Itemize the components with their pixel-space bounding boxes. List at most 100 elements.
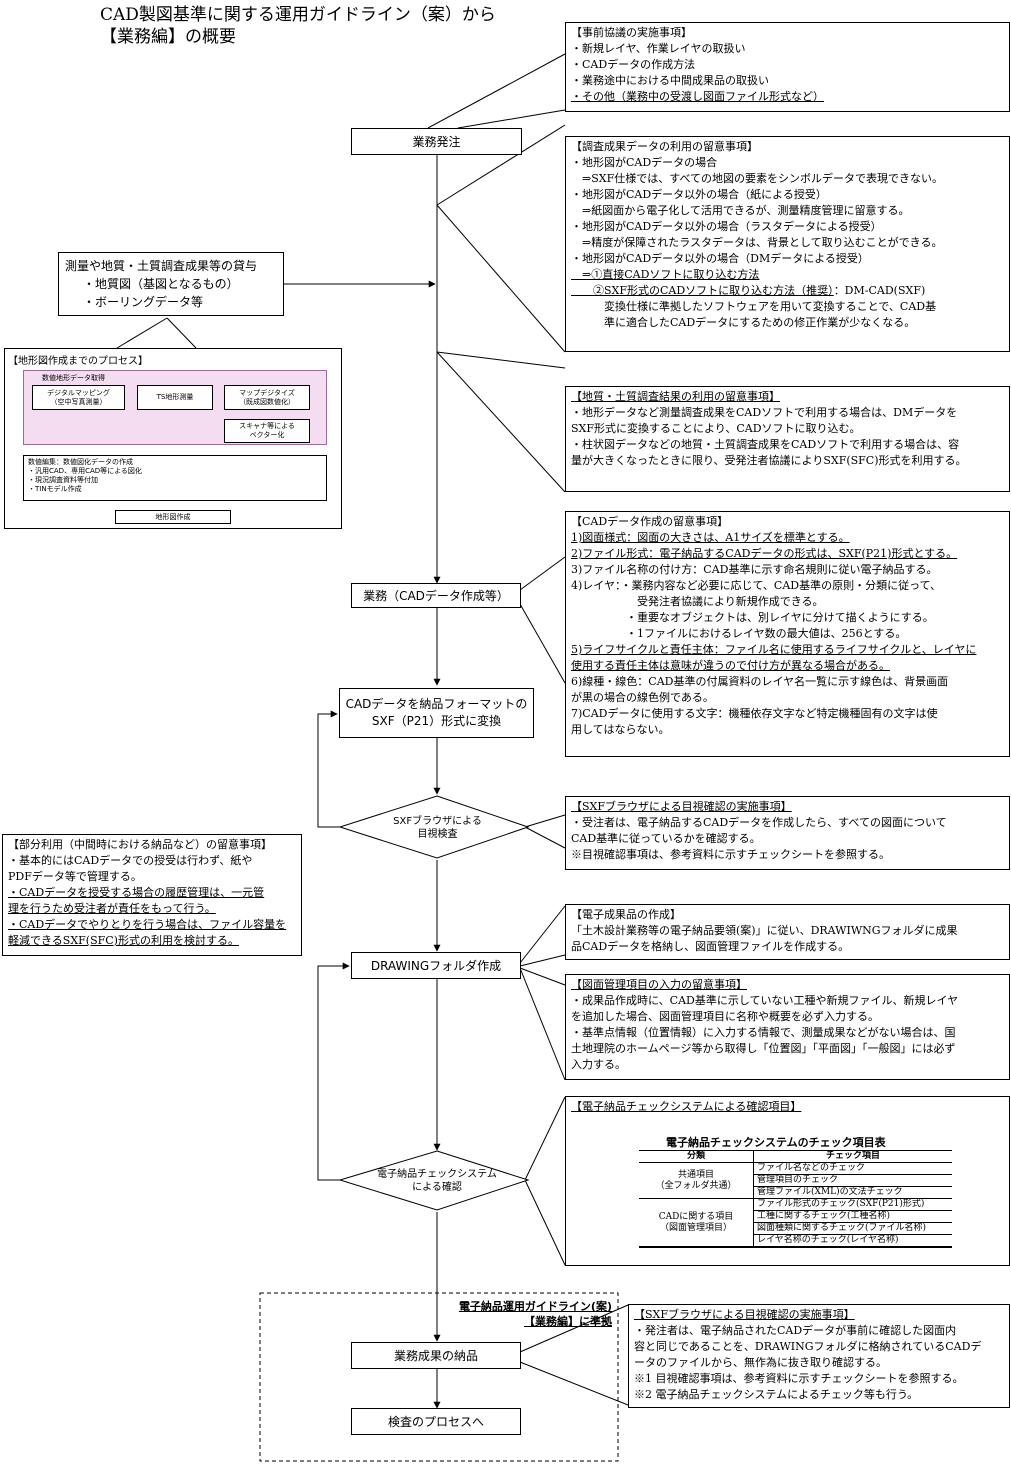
note-line: ※2 電子納品チェックシステムによるチェック等も行う。 bbox=[634, 1388, 919, 1401]
note-line: 【SXFブラウザによる目視確認の実施事項】 bbox=[634, 1308, 855, 1321]
digital-line: デジタルマッピング bbox=[47, 388, 110, 397]
note-line: ・その他（業務中の受渡し図面ファイル形式など） bbox=[571, 90, 824, 103]
note-line: 【地質・土質調査結果の利用の留意事項】 bbox=[571, 390, 780, 403]
flow-drawing-folder: DRAWINGフォルダ作成 bbox=[351, 952, 521, 979]
category-line: CADに関する項目 bbox=[658, 1211, 734, 1222]
note-line: 【電子成果品の作成】 bbox=[571, 908, 681, 921]
note-line: 量が大きくなったときに限り、受発注者協議によりSXF(SFC)形式を利用する。 bbox=[571, 454, 967, 467]
note-line: 2)ファイル形式：電子納品するCADデータの形式は、SXF(P21)形式とする。 bbox=[571, 547, 958, 560]
digital-line: （空中写真測量） bbox=[50, 397, 107, 406]
note-line: ・新規レイヤ、作業レイヤの取扱い bbox=[571, 42, 746, 55]
flow-inspection: 検査のプロセスへ bbox=[351, 1408, 521, 1435]
map-digitize-box: マップデジタイズ （既成図数値化） bbox=[224, 385, 310, 410]
note-line: 土地理院のホームページ等から取得し「位置図」「平面図」「一般図」には必ず bbox=[571, 1042, 956, 1055]
note-line: ・成果品作成時に、CAD基準に示していない工種や新規ファイル、新規レイヤ bbox=[571, 994, 959, 1007]
note-line: 用してはならない。 bbox=[571, 723, 670, 736]
note-line: ・地形図がCADデータ以外の場合（紙による授受） bbox=[571, 188, 827, 201]
note-line: ・柱状図データなどの地質・土質調査成果をCADソフトで利用する場合は、容 bbox=[571, 438, 960, 451]
note-line: ⇒精度が保障されたラスタデータは、背景として取り込むことができる。 bbox=[571, 236, 943, 249]
note-line: 容と同じであることを、DRAWINGフォルダに格納されているCADデ bbox=[634, 1340, 982, 1353]
note-line: CAD基準に従っているかを確認する。 bbox=[571, 832, 761, 845]
guideline-label: 電子納品運用ガイドライン(案) 【業務編】に準拠 bbox=[440, 1299, 612, 1329]
note-line: 【図面管理項目の入力の留意事項】 bbox=[571, 978, 747, 991]
visual-check-label: SXFブラウザによる 目視検査 bbox=[380, 815, 495, 841]
page-subtitle: 【業務編】の概要 bbox=[100, 27, 236, 47]
note-line: ・地形図がCADデータの場合 bbox=[571, 156, 718, 169]
note-line: ：DM-CAD(SXF) bbox=[833, 284, 926, 297]
system-check-line: による確認 bbox=[412, 1182, 462, 1193]
scanner-box: スキャナ等による ベクター化 bbox=[224, 419, 310, 443]
note-line: ・基準点情報（位置情報）に入力する情報で、測量成果などがない場合は、国 bbox=[571, 1026, 956, 1039]
visual-check-line: SXFブラウザによる bbox=[393, 816, 482, 827]
note-line: ※目視確認事項は、参考資料に示すチェックシートを参照する。 bbox=[571, 848, 890, 861]
note-line: 受発注者協議により新規作成できる。 bbox=[571, 595, 824, 608]
note-geo-survey: 【地質・土質調査結果の利用の留意事項】 ・地形データなど測量調査成果をCADソフ… bbox=[565, 386, 1010, 492]
note-partial-use: 【部分利用（中間時における納品など）の留意事項】 ・基本的にはCADデータでの授… bbox=[2, 834, 302, 956]
note-line: ⇒紙図面から電子化して活用できるが、測量精度管理に留意する。 bbox=[571, 204, 910, 217]
check-item: ファイル名などのチェック bbox=[753, 1162, 952, 1175]
survey-line: 測量や地質・土質調査成果等の貸与 bbox=[65, 259, 258, 273]
note-line: 【電子納品チェックシステムによる確認項目】 bbox=[571, 1100, 802, 1113]
check-item: 管理ファイル(XML)の文法チェック bbox=[753, 1186, 952, 1199]
note-line: 7)CADデータに使用する文字：機種依存文字など特定機種固有の文字は使 bbox=[571, 707, 938, 720]
process-title: 【地形図作成までのプロセス】 bbox=[8, 356, 148, 367]
table-row: 共通項目 （全フォルダ共通） ファイル名などのチェック bbox=[639, 1162, 952, 1199]
note-electronic-product: 【電子成果品の作成】 「土木設計業務等の電子納品要領(案)」に従い、DRAWIW… bbox=[565, 904, 1010, 960]
system-check-label: 電子納品チェックシステム による確認 bbox=[372, 1168, 502, 1194]
note-line: ・CADデータでやりとりを行う場合は、ファイル容量を bbox=[8, 918, 287, 931]
mapdigitize-line: マップデジタイズ bbox=[239, 388, 295, 397]
table-row: 図面種類に関するチェック(ファイル名称) bbox=[639, 1222, 952, 1235]
note-line: 【事前協議の実施事項】 bbox=[571, 26, 692, 39]
note-line: ②SXF形式のCADソフトに取り込む方法（推奨） bbox=[571, 284, 834, 297]
category-line: （図面管理項目） bbox=[659, 1222, 732, 1233]
flow-deliver: 業務成果の納品 bbox=[351, 1342, 521, 1369]
edit-box: 数値編集：数値図化データの作成 ・汎用CAD、専用CAD等による図化 ・現況調査… bbox=[23, 455, 327, 501]
check-item: 管理項目のチェック bbox=[753, 1174, 952, 1187]
digital-mapping-box: デジタルマッピング （空中写真測量） bbox=[32, 385, 125, 410]
table-row: レイヤ名称のチェック(レイヤ名称) bbox=[639, 1235, 952, 1248]
note-line: が黒の場合の線色例である。 bbox=[571, 691, 714, 704]
note-line: ・地形図がCADデータ以外の場合（DMデータによる授受） bbox=[571, 252, 869, 265]
category-line: 共通項目 bbox=[677, 1169, 714, 1180]
note-line: 6)線種・線色：CAD基準の付属資料のレイヤ名一覧に示す線色は、背景画面 bbox=[571, 675, 949, 688]
page-title: CAD製図基準に関する運用ガイドライン（案）から bbox=[100, 5, 496, 25]
flow-order: 業務発注 bbox=[351, 128, 522, 155]
survey-line: ・地質図（基図となるもの） bbox=[83, 277, 239, 291]
note-line: 入力する。 bbox=[571, 1058, 626, 1071]
convert-line: CADデータを納品フォーマットの bbox=[345, 697, 528, 711]
note-drawing-management: 【図面管理項目の入力の留意事項】 ・成果品作成時に、CAD基準に示していない工種… bbox=[565, 974, 1010, 1080]
note-line: 3)ファイル名称の付け方：CAD基準に示す命名規則に従い電子納品する。 bbox=[571, 563, 938, 576]
note-final-visual-check: 【SXFブラウザによる目視確認の実施事項】 ・発注者は、電子納品されたCADデー… bbox=[628, 1304, 1010, 1408]
note-line: PDFデータ等で管理する。 bbox=[8, 870, 142, 883]
system-check-diamond bbox=[338, 1150, 530, 1211]
guideline-line: 電子納品運用ガイドライン(案) bbox=[458, 1300, 612, 1313]
check-item: 工種に関するチェック(工種名称) bbox=[753, 1210, 952, 1223]
note-line: 1)図面様式：図面の大きさは、A1サイズを標準とする。 bbox=[571, 531, 850, 544]
note-line: 【SXFブラウザによる目視確認の実施事項】 bbox=[571, 800, 792, 813]
table-row: 管理項目のチェック bbox=[639, 1174, 952, 1187]
note-cad-creation: 【CADデータ作成の留意事項】 1)図面様式：図面の大きさは、A1サイズを標準と… bbox=[565, 511, 1010, 757]
terrain-result-box: 地形図作成 bbox=[115, 510, 231, 524]
guideline-line: 【業務編】に準拠 bbox=[524, 1315, 612, 1328]
flow-convert: CADデータを納品フォーマットの SXF（P21）形式に変換 bbox=[339, 688, 534, 738]
note-line: 【調査成果データの利用の留意事項】 bbox=[571, 140, 758, 153]
note-line: 軽減できるSXF(SFC)形式の利用を検討する。 bbox=[8, 934, 239, 947]
note-line: 4)レイヤ：・業務内容など必要に応じて、CAD基準の原則・分類に従って、 bbox=[571, 579, 941, 592]
note-line: ・発注者は、電子納品されたCADデータが事前に確認した図面内 bbox=[634, 1324, 957, 1337]
survey-lending-box: 測量や地質・土質調査成果等の貸与 ・地質図（基図となるもの） ・ボーリングデータ… bbox=[58, 252, 284, 316]
visual-check-line: 目視検査 bbox=[417, 829, 458, 840]
note-line: 変換仕様に準拠したソフトウェアを用いて変換することで、CAD基 bbox=[571, 300, 937, 313]
note-line: ータのファイルから、無作為に抜き取り確認する。 bbox=[634, 1356, 887, 1369]
note-line: ・CADデータを授受する場合の履歴管理は、一元管 bbox=[8, 886, 265, 899]
table-row: 工種に関するチェック(工種名称) bbox=[639, 1210, 952, 1223]
note-line: 「土木設計業務等の電子納品要領(案)」に従い、DRAWIWNGフォルダに成果 bbox=[571, 924, 958, 937]
check-table-header: チェック項目 bbox=[753, 1150, 952, 1163]
note-line: 準に適合したCADデータにするための修正作業が少なくなる。 bbox=[571, 316, 916, 329]
check-category: CADに関する項目 （図面管理項目） bbox=[639, 1198, 754, 1247]
note-line: ・重要なオブジェクトは、別レイヤに分けて描くようにする。 bbox=[571, 611, 934, 624]
note-survey-use: 【調査成果データの利用の留意事項】 ・地形図がCADデータの場合 ⇒SXF仕様で… bbox=[565, 136, 1010, 352]
note-line: 使用する責任主体は意味が違うので付け方が異なる場合がある。 bbox=[571, 659, 890, 672]
note-line: 5)ライフサイクルと責任主体：ファイル名に使用するライフサイクルと、レイヤに bbox=[571, 643, 977, 656]
note-line: ・業務途中における中間成果品の取扱い bbox=[571, 74, 769, 87]
check-item: レイヤ名称のチェック(レイヤ名称) bbox=[757, 1235, 899, 1245]
